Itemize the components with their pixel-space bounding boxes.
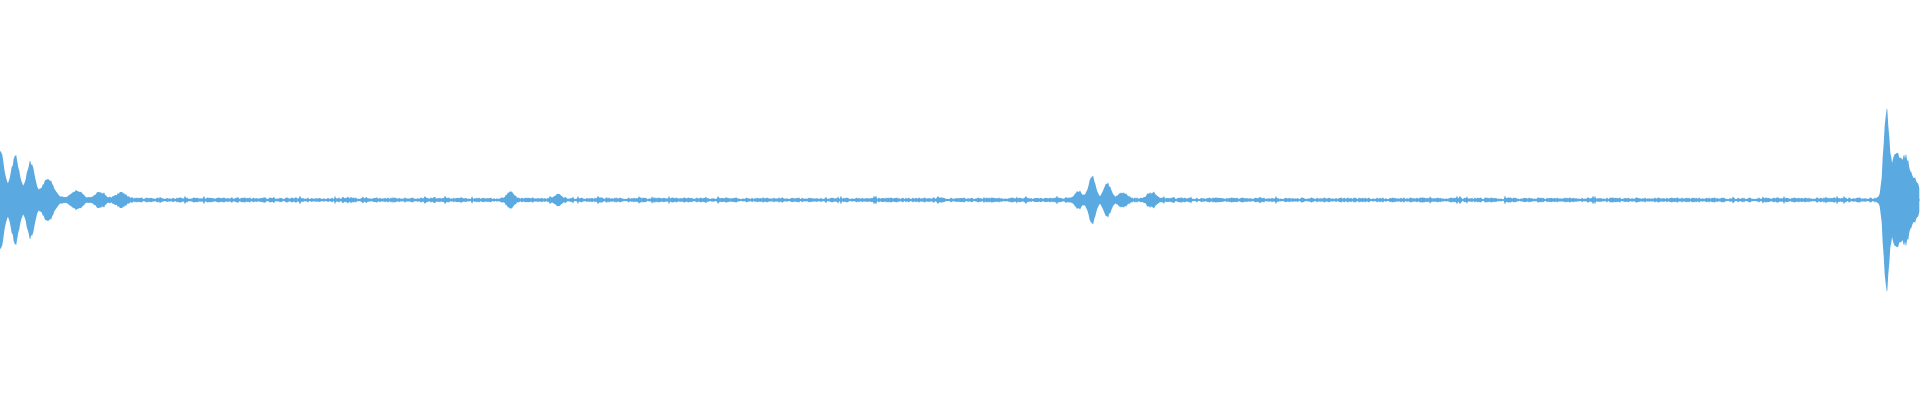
waveform-shape [0,109,1920,291]
